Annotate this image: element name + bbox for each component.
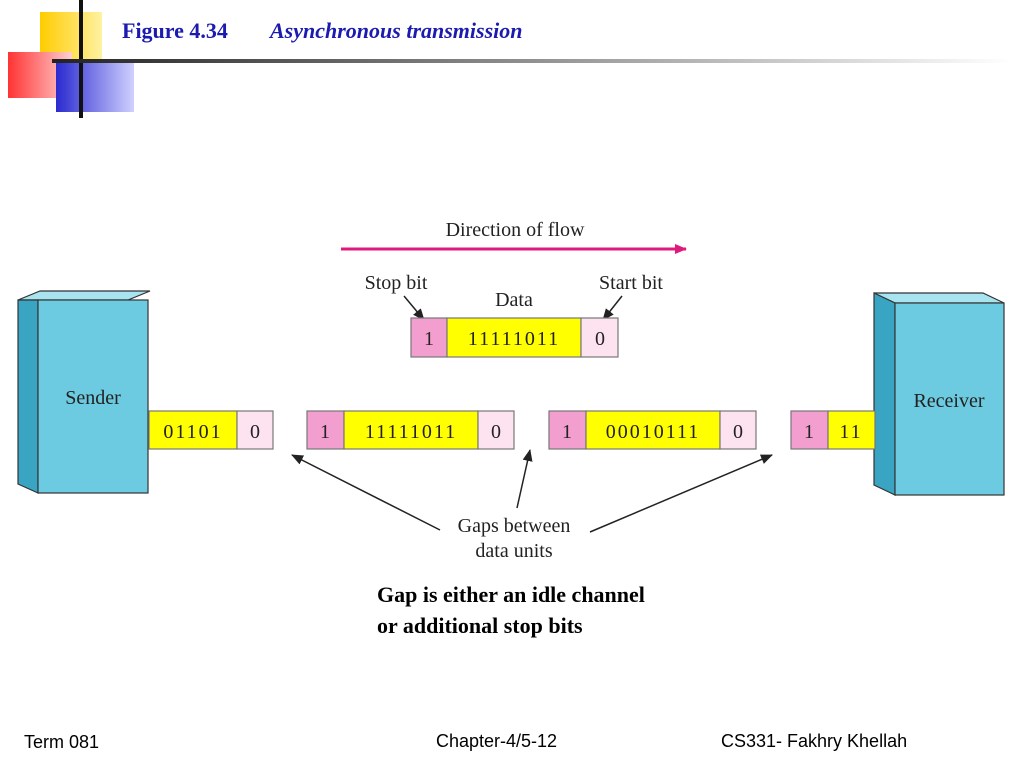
- unit3-data-bits: 00010111: [606, 421, 701, 443]
- receiver-box: Receiver: [873, 292, 1005, 496]
- gap-pointer-middle: [516, 449, 533, 509]
- stream-unit-3: 1 00010111 0: [548, 410, 757, 450]
- start-bit-label: Start bit: [599, 272, 663, 294]
- figure-title: Asynchronous transmission: [270, 18, 523, 43]
- data-label: Data: [495, 289, 533, 311]
- legend-start-bit: 0: [595, 328, 605, 350]
- gap-pointer-right: [589, 454, 773, 533]
- sender-box: Sender: [17, 290, 151, 494]
- receiver-stop-bit: 1: [804, 421, 814, 443]
- receiver-data-bits: 11: [839, 421, 862, 443]
- sender-data-bits: 01101: [163, 421, 222, 443]
- stream-unit-sender: 01101 0: [148, 410, 274, 450]
- gaps-label-line1: Gaps between: [458, 515, 571, 537]
- receiver-label: Receiver: [913, 390, 984, 412]
- sender-start-bit: 0: [250, 421, 260, 443]
- legend-frame: 1 11111011 0: [410, 317, 619, 358]
- stop-bit-label: Stop bit: [365, 272, 428, 294]
- deco-blue-square: [56, 62, 134, 112]
- gap-note-line2: or additional stop bits: [377, 613, 583, 638]
- direction-label: Direction of flow: [446, 219, 585, 241]
- title-underline: [52, 59, 1012, 63]
- gap-pointer-left: [291, 454, 441, 531]
- gap-note: Gap is either an idle channel or additio…: [377, 579, 645, 641]
- title-decoration: [8, 0, 1012, 118]
- legend-data-bits: 11111011: [468, 328, 560, 350]
- footer-term: Term 081: [24, 732, 100, 752]
- stream-unit-receiver: 1 11: [790, 410, 876, 450]
- sender-label: Sender: [65, 387, 121, 409]
- footer-course: CS331- Fakhry Khellah: [721, 731, 908, 751]
- legend-stop-bit: 1: [424, 328, 434, 350]
- unit3-start-bit: 0: [733, 421, 743, 443]
- start-bit-pointer: [602, 295, 623, 321]
- footer-chapter: Chapter-4/5-12: [436, 731, 558, 751]
- gaps-label-line2: data units: [475, 540, 552, 562]
- unit2-start-bit: 0: [491, 421, 501, 443]
- unit2-stop-bit: 1: [320, 421, 330, 443]
- stream-unit-2: 1 11111011 0: [306, 410, 515, 450]
- gap-note-line1: Gap is either an idle channel: [377, 582, 645, 607]
- unit2-data-bits: 11111011: [365, 421, 457, 443]
- unit3-stop-bit: 1: [562, 421, 572, 443]
- stop-bit-pointer: [403, 295, 425, 321]
- figure-label: Figure 4.34: [122, 18, 228, 43]
